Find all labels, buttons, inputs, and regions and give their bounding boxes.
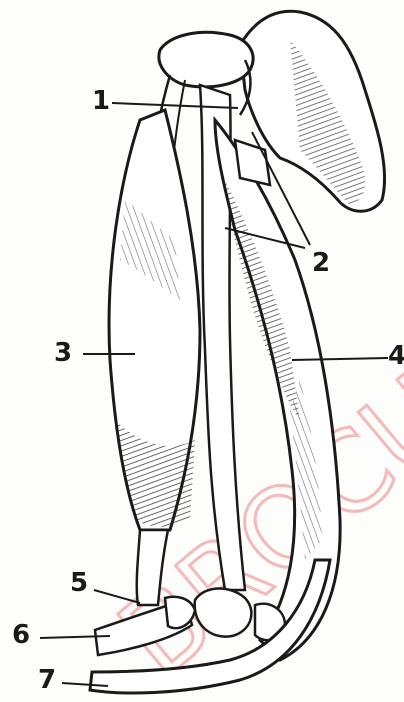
- label-5: 5: [70, 570, 88, 596]
- label-3: 3: [54, 340, 72, 366]
- label-6: 6: [12, 622, 30, 648]
- label-1: 1: [92, 88, 110, 114]
- humeral-head: [159, 32, 253, 87]
- label-2: 2: [312, 250, 330, 276]
- label-4: 4: [388, 343, 404, 369]
- label-7: 7: [38, 667, 56, 693]
